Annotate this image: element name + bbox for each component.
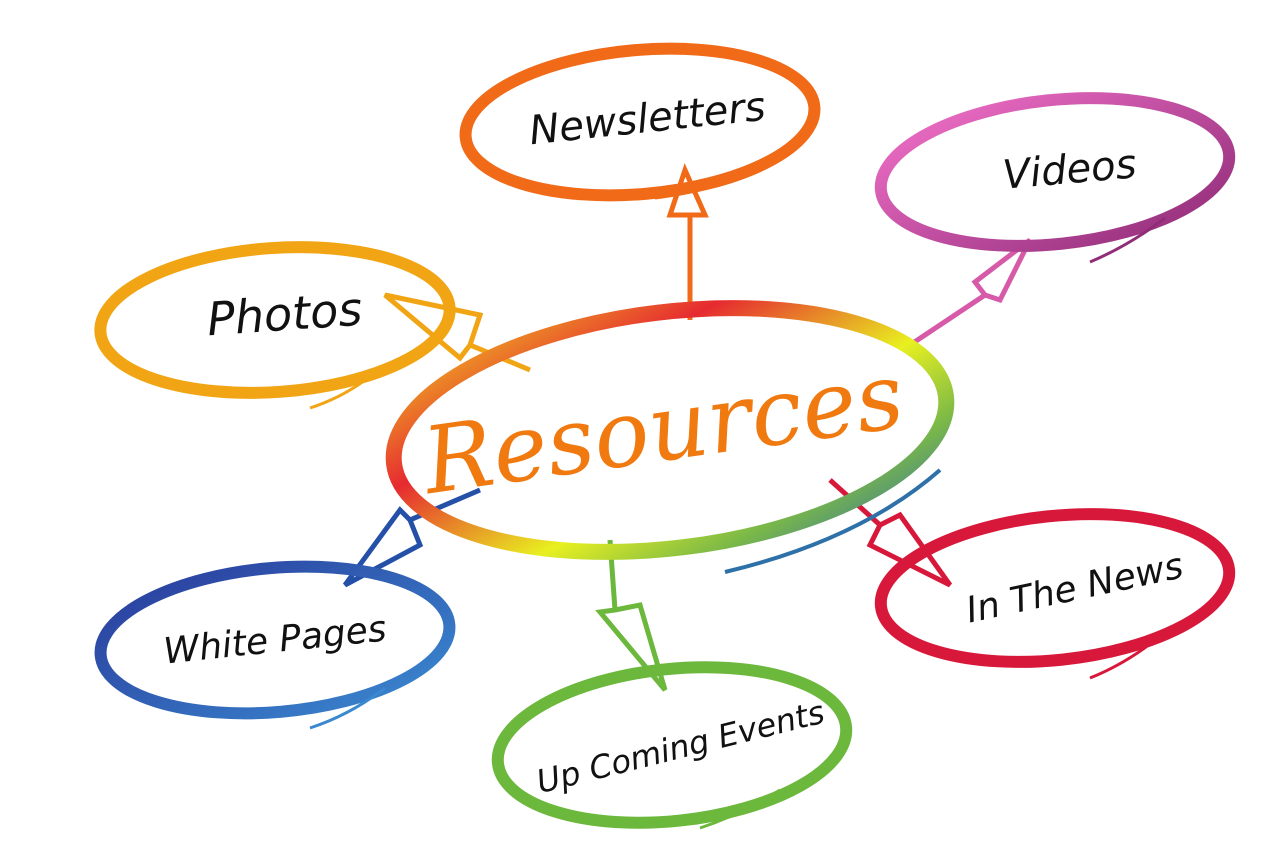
node-label: Newsletters (527, 84, 768, 155)
node-newsletters[interactable]: Newsletters (459, 35, 821, 209)
node-photos[interactable]: Photos (94, 236, 456, 410)
node-white-pages[interactable]: White Pages (94, 553, 456, 730)
node-label: In The News (963, 546, 1187, 632)
node-videos[interactable]: Videos (873, 82, 1236, 264)
node-label: Photos (205, 282, 364, 347)
arrow-to-videos (908, 238, 1033, 348)
node-in-the-news[interactable]: In The News (873, 498, 1236, 680)
center-label: Resources (415, 342, 910, 515)
node-label: Videos (1001, 141, 1138, 198)
arrow-to-photos (383, 292, 531, 373)
arrow-to-up-coming-events (595, 539, 668, 692)
node-label: White Pages (162, 608, 389, 672)
node-label: Up Coming Events (533, 693, 828, 801)
node-up-coming-events[interactable]: Up Coming Events (490, 651, 854, 839)
